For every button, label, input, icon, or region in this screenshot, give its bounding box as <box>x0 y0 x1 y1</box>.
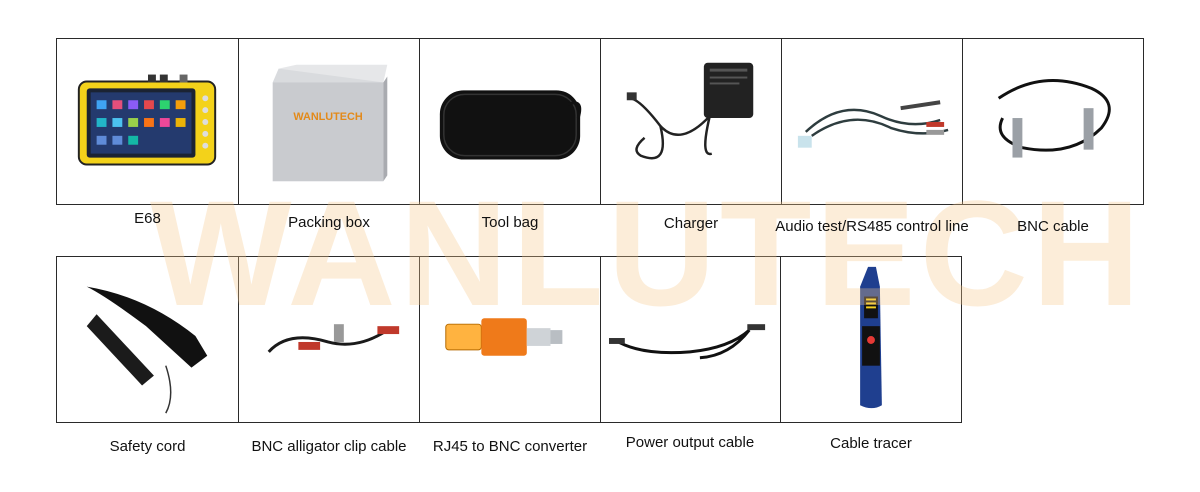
label-bnc-cable: BNC cable <box>1017 218 1089 235</box>
item-rj45-bnc-image <box>419 256 601 423</box>
item-charger-image <box>600 38 782 205</box>
cable-tracer-icon <box>860 266 882 409</box>
charger-icon <box>626 62 754 160</box>
item-audio-rs485-image <box>781 38 963 205</box>
item-power-output-image <box>600 256 782 423</box>
label-bnc-alligator: BNC alligator clip cable <box>251 438 407 455</box>
tool-bag-icon <box>439 90 582 160</box>
label-cable-tracer: Cable tracer <box>830 435 912 452</box>
tester-device-icon <box>77 74 217 166</box>
audio-rs485-cable-icon <box>797 100 949 148</box>
label-audio-rs485: Audio test/RS485 control line <box>775 218 969 235</box>
bnc-alligator-cable-icon <box>267 324 400 353</box>
label-e68: E68 <box>134 210 161 227</box>
item-safety-cord-image <box>56 256 239 423</box>
label-packing-box: Packing box <box>288 214 370 231</box>
rj45-bnc-converter-icon <box>445 318 563 356</box>
power-output-cable-icon <box>608 324 766 360</box>
safety-cord-icon <box>86 286 208 414</box>
label-rj45-bnc: RJ45 to BNC converter <box>432 438 588 455</box>
packing-box-icon: WANLUTECH <box>272 64 388 182</box>
label-safety-cord: Safety cord <box>109 438 186 455</box>
label-charger: Charger <box>663 215 719 232</box>
box-brand-text: WANLUTECH <box>293 111 363 123</box>
label-tool-bag: Tool bag <box>481 214 539 231</box>
bnc-cable-icon <box>997 79 1111 158</box>
item-bnc-cable-image <box>962 38 1144 205</box>
item-packing-box-image: WANLUTECH <box>238 38 420 205</box>
item-bnc-alligator-image <box>238 256 420 423</box>
item-e68-image <box>56 38 239 205</box>
item-tool-bag-image <box>419 38 601 205</box>
item-cable-tracer-image <box>780 256 962 423</box>
label-power-output: Power output cable <box>625 434 755 451</box>
